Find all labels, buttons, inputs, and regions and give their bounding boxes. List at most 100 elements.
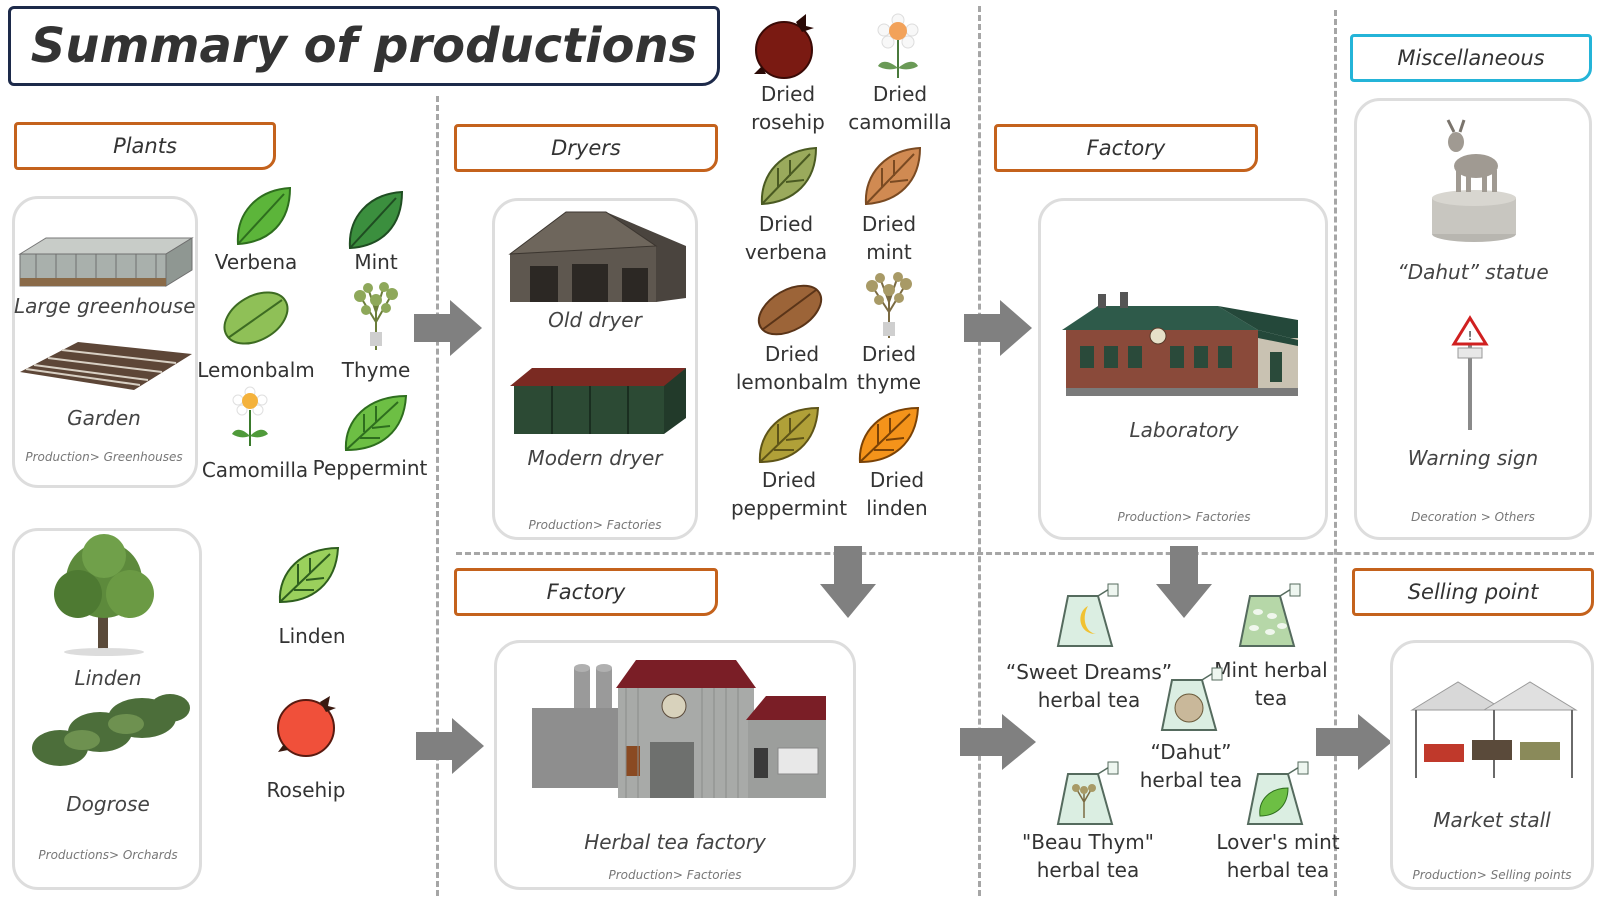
dried-mint-icon [864, 146, 922, 206]
beau-thym-tea-label: "Beau Thym" herbal tea [1004, 828, 1172, 884]
dried-lemonbalm-line1: Dried [764, 342, 820, 366]
arrow-orchard-to-factory [416, 718, 484, 774]
sweet-dreams-tea-label: “Sweet Dreams” herbal tea [1004, 658, 1174, 714]
page-title: Summary of productions [8, 6, 720, 86]
divider-vertical-3 [1334, 10, 1337, 896]
dried-linden-icon [858, 406, 920, 464]
linden-fruit-label: Linden [278, 624, 346, 648]
mint-herbal-tea-line1: Mint herbal [1214, 658, 1328, 682]
divider-vertical-1 [436, 96, 439, 896]
dried-linden-line1: Dried [869, 468, 925, 492]
laboratory-image [1062, 292, 1298, 396]
divider-vertical-2 [978, 6, 981, 896]
dried-thyme-label: Dried thyme [834, 340, 944, 396]
arrow-dried-to-laboratory [964, 300, 1032, 356]
dried-thyme-icon [866, 272, 912, 338]
dryers-header: Dryers [454, 124, 718, 172]
verbena-icon [236, 186, 292, 246]
dried-rosehip-icon [754, 14, 814, 79]
herbal-tea-factory-source: Production> Factories [608, 868, 742, 882]
dried-peppermint-label: Dried peppermint [724, 466, 854, 522]
factory-bottom-header: Factory [454, 568, 718, 616]
mint-label: Mint [354, 250, 398, 274]
laboratory-source: Production> Factories [1117, 510, 1251, 524]
miscellaneous-header: Miscellaneous [1350, 34, 1592, 82]
dogrose-image [32, 694, 190, 766]
mint-icon [348, 190, 404, 250]
dried-thyme-line1: Dried [861, 342, 917, 366]
peppermint-label: Peppermint [312, 456, 428, 480]
lemonbalm-label: Lemonbalm [197, 358, 315, 382]
miscellaneous-source: Decoration > Others [1411, 510, 1535, 524]
dried-rosehip-label: Dried rosehip [728, 80, 848, 136]
old-dryer-image [508, 211, 686, 302]
dried-lemonbalm-line2: lemonbalm [735, 370, 849, 394]
dried-mint-line1: Dried [861, 212, 917, 236]
sweet-dreams-tea-line1: “Sweet Dreams” [1005, 660, 1173, 684]
garden-image [20, 342, 192, 390]
lovers-mint-tea-icon [1246, 761, 1309, 825]
rosehip-fruit-label: Rosehip [266, 778, 346, 802]
beau-thym-tea-line1: "Beau Thym" [1022, 830, 1154, 854]
selling-point-header: Selling point [1352, 568, 1594, 616]
warning-sign-image: ! [1451, 315, 1489, 430]
camomilla-label: Camomilla [201, 458, 309, 482]
lovers-mint-tea-line1: Lover's mint [1216, 830, 1340, 854]
old-dryer-label: Old dryer [548, 308, 642, 332]
dried-linden-line2: linden [866, 496, 928, 520]
dogrose-label: Dogrose [66, 792, 150, 816]
dried-lemonbalm-icon [757, 284, 823, 336]
modern-dryer-label: Modern dryer [527, 446, 663, 470]
mint-herbal-tea-icon [1238, 583, 1301, 647]
dried-verbena-line1: Dried [758, 212, 814, 236]
beau-thym-tea-icon [1056, 761, 1119, 825]
large-greenhouse-image [18, 237, 194, 287]
plants-header: Plants [14, 122, 276, 170]
dried-camomilla-icon [877, 13, 919, 78]
thyme-label: Thyme [341, 358, 411, 382]
dahut-statue-image [1432, 119, 1516, 242]
linden-tree-image [54, 534, 154, 656]
dried-lemonbalm-label: Dried lemonbalm [724, 340, 860, 396]
greenhouse-source: Production> Greenhouses [25, 450, 183, 464]
dried-mint-line2: mint [866, 240, 912, 264]
market-stall-panel [1390, 640, 1594, 890]
dried-mint-label: Dried mint [834, 210, 944, 266]
dried-camomilla-line2: camomilla [848, 110, 952, 134]
mint-herbal-tea-line2: tea [1254, 686, 1288, 710]
sweet-dreams-tea-line2: herbal tea [1037, 688, 1141, 712]
arrow-dried-to-factory [820, 546, 876, 618]
market-stall-image [1410, 681, 1578, 778]
dahut-herbal-tea-line1: “Dahut” [1150, 740, 1232, 764]
herbal-tea-factory-label: Herbal tea factory [584, 830, 766, 854]
thyme-icon [354, 282, 398, 350]
dahut-statue-label: “Dahut” statue [1397, 260, 1549, 284]
dried-peppermint-line2: peppermint [730, 496, 848, 520]
lovers-mint-tea-line2: herbal tea [1226, 858, 1330, 882]
peppermint-icon [344, 394, 408, 452]
dried-camomilla-line1: Dried [872, 82, 928, 106]
rosehip-icon [277, 696, 336, 757]
dried-rosehip-line1: Dried [760, 82, 816, 106]
garden-label: Garden [67, 406, 141, 430]
dried-rosehip-line2: rosehip [751, 110, 825, 134]
dried-thyme-line2: thyme [856, 370, 922, 394]
laboratory-label: Laboratory [1129, 418, 1239, 442]
mint-herbal-tea-label: Mint herbal tea [1206, 656, 1336, 712]
arrow-laboratory-to-teas [1156, 546, 1212, 618]
large-greenhouse-label: Large greenhouse [14, 294, 196, 318]
warning-sign-label: Warning sign [1407, 446, 1539, 470]
orchard-source: Productions> Orchards [38, 848, 178, 862]
arrow-plants-to-dryers [414, 300, 482, 356]
modern-dryer-image [510, 368, 686, 434]
dahut-herbal-tea-icon [1160, 667, 1223, 731]
lovers-mint-tea-label: Lover's mint herbal tea [1208, 828, 1348, 884]
arrow-factory-to-teas [960, 714, 1036, 770]
dryers-source: Production> Factories [528, 518, 662, 532]
dried-verbena-icon [760, 146, 818, 206]
linden-tree-label: Linden [74, 666, 142, 690]
herbal-tea-factory-image [532, 660, 826, 798]
divider-horizontal [456, 552, 1594, 555]
dahut-herbal-tea-label: “Dahut” herbal tea [1124, 738, 1258, 794]
dahut-herbal-tea-line2: herbal tea [1139, 768, 1243, 792]
